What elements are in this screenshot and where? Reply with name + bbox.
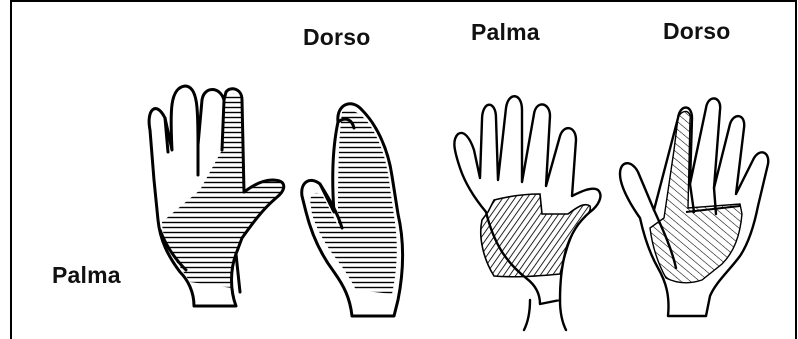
hand-palma-hatched-area xyxy=(481,194,591,277)
hand-dorso-hatched-area xyxy=(650,111,742,282)
hand-dorso-striped-fill xyxy=(310,110,397,294)
